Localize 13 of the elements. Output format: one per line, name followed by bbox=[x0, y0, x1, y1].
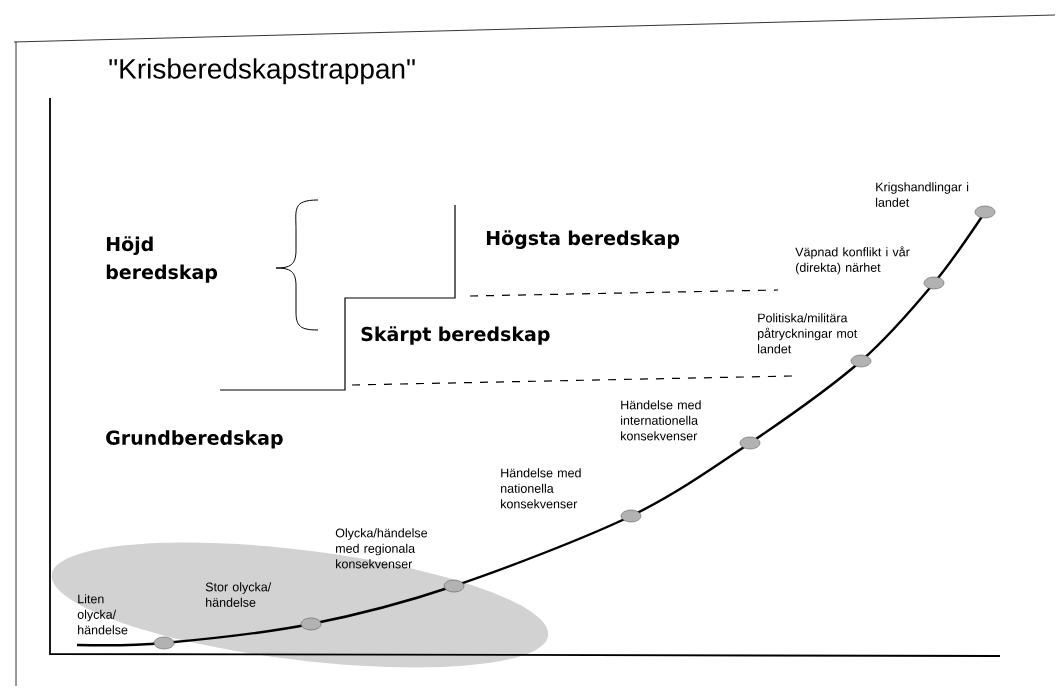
event-label: Krigshandlingar i landet bbox=[876, 182, 969, 207]
event-label: Politiska/militära påtryckningar mot landet bbox=[758, 313, 858, 354]
title: "Krisberedskapstrappan" bbox=[109, 58, 415, 85]
event-label: Händelse med nationella konsekvenser bbox=[501, 468, 581, 509]
event-label: Olycka/händelse med regionala konsekvenser bbox=[335, 528, 428, 569]
level-label: Grundberedskap bbox=[106, 430, 283, 449]
event-label: Stor olycka/ händelse bbox=[205, 582, 272, 607]
event-label: Väpnad konflikt i vår (direkta) närhet bbox=[795, 246, 910, 275]
level-label: Skärpt beredskap bbox=[361, 326, 550, 345]
level-label: Högsta beredskap bbox=[486, 230, 680, 249]
level-label: Höjd beredskap bbox=[106, 236, 218, 283]
event-label: Händelse med internationella konsekvenser bbox=[621, 400, 701, 441]
event-label: Liten olycka/ händelse bbox=[77, 594, 128, 635]
